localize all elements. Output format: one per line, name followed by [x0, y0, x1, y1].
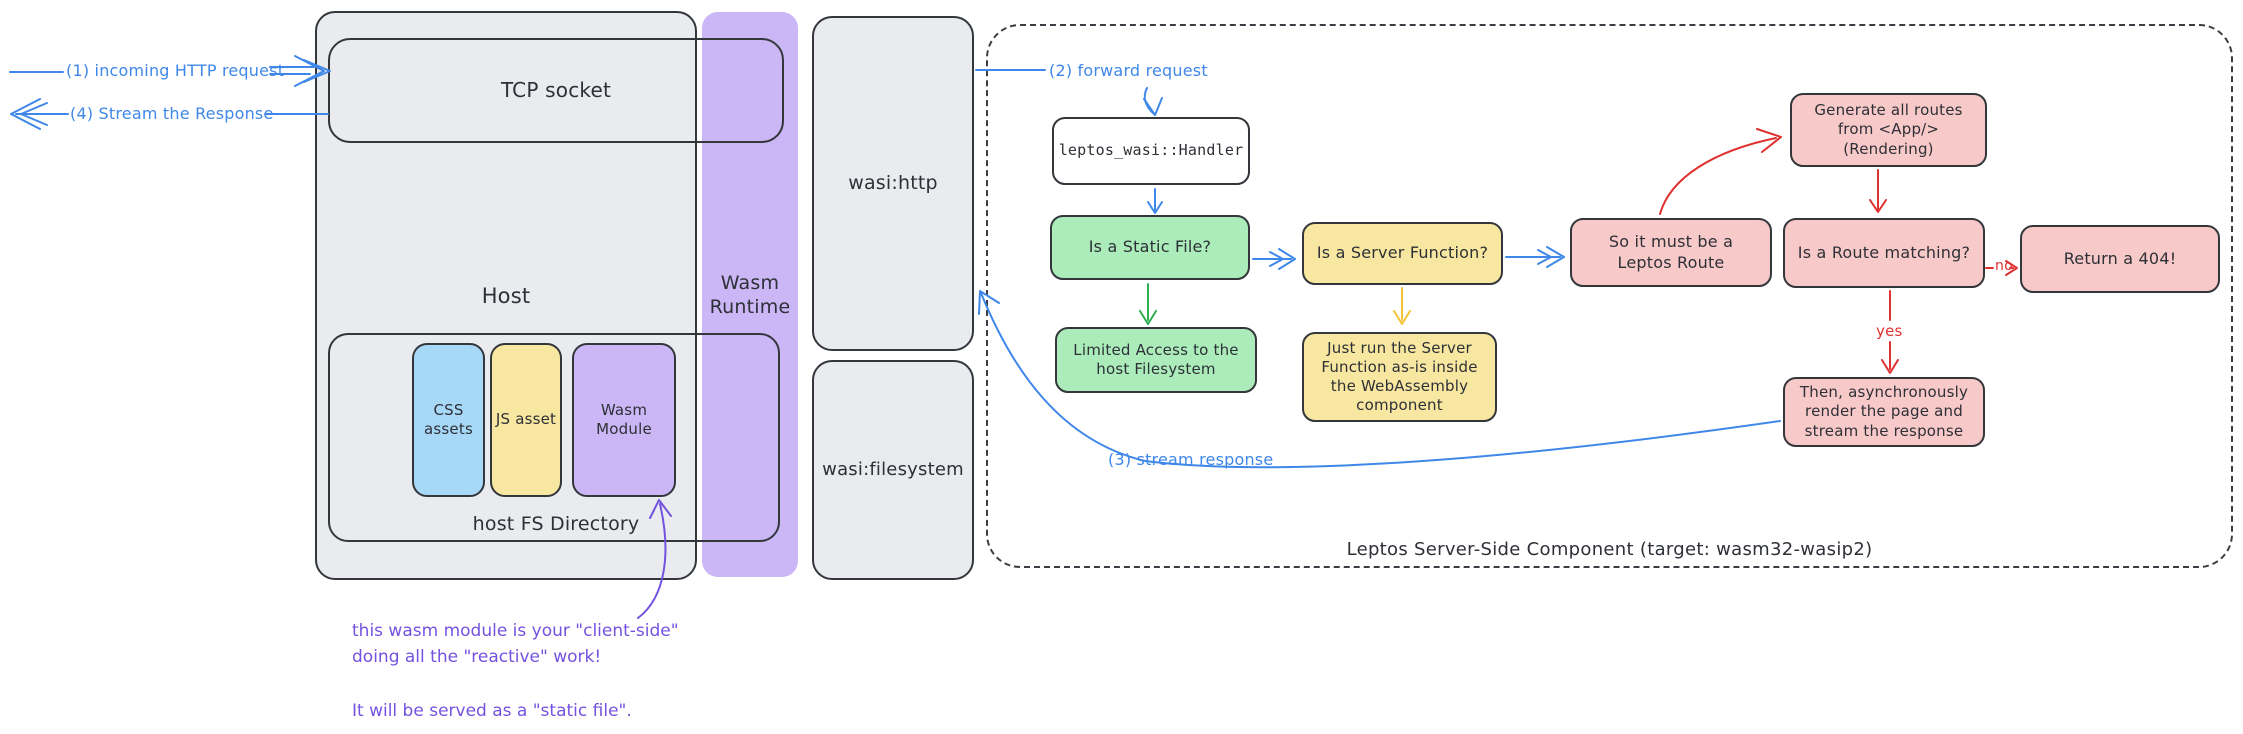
css-assets-box: CSS assets [412, 343, 485, 497]
js-asset-label: JS asset [495, 410, 557, 429]
wasm-module-box: Wasm Module [572, 343, 676, 497]
incoming-request-label: (1) incoming HTTP request [66, 61, 285, 80]
note-line-2: doing all the "reactive" work! [352, 647, 602, 667]
leptos-component-container: Leptos Server-Side Component (target: wa… [986, 24, 2233, 568]
wasi-http-label: wasi:http [848, 172, 938, 195]
limited-access-label: Limited Access to the host Filesystem [1073, 340, 1239, 378]
just-run-node: Just run the Server Function as-is insid… [1302, 332, 1497, 422]
static-file-label: Is a Static File? [1088, 237, 1212, 257]
server-fn-node: Is a Server Function? [1302, 222, 1503, 285]
host-fs-directory-label: host FS Directory [472, 512, 640, 535]
leptos-route-label: So it must be a Leptos Route [1608, 232, 1734, 272]
static-file-node: Is a Static File? [1050, 215, 1250, 280]
handler-label: leptos_wasi::Handler [1058, 141, 1244, 160]
route-matching-node: Is a Route matching? [1783, 218, 1985, 288]
edge-yes-label: yes [1876, 322, 1903, 340]
css-assets-label: CSS assets [424, 400, 473, 438]
tcp-socket-label: TCP socket [500, 77, 612, 102]
js-asset-box: JS asset [490, 343, 562, 497]
render-stream-label: Then, asynchronously render the page and… [1799, 383, 1969, 440]
note-line-3: It will be served as a "static file". [352, 701, 632, 721]
edge-no-label: no [1995, 258, 2013, 274]
just-run-label: Just run the Server Function as-is insid… [1321, 338, 1478, 415]
forward-request-label: (2) forward request [1049, 61, 1208, 80]
handler-node: leptos_wasi::Handler [1052, 117, 1250, 185]
wasi-filesystem-box: wasi:filesystem [812, 360, 974, 580]
wasi-filesystem-label: wasi:filesystem [822, 459, 964, 481]
generate-routes-node: Generate all routes from <App/> (Renderi… [1790, 93, 1987, 167]
note-line-1: this wasm module is your "client-side" [352, 621, 679, 641]
wasm-module-label: Wasm Module [596, 400, 652, 438]
wasm-runtime-label: Wasm Runtime [709, 272, 791, 318]
return-404-node: Return a 404! [2020, 225, 2220, 293]
render-stream-node: Then, asynchronously render the page and… [1783, 377, 1985, 447]
return-404-label: Return a 404! [2063, 248, 2177, 268]
leptos-route-node: So it must be a Leptos Route [1570, 218, 1772, 287]
limited-access-node: Limited Access to the host Filesystem [1055, 327, 1257, 393]
wasi-http-box: wasi:http [812, 16, 974, 351]
arrow-stream-out-head [10, 98, 48, 130]
generate-routes-label: Generate all routes from <App/> (Renderi… [1814, 101, 1963, 158]
route-matching-label: Is a Route matching? [1797, 242, 1971, 262]
stream-response-out-label: (4) Stream the Response [70, 104, 274, 123]
server-fn-label: Is a Server Function? [1316, 243, 1489, 263]
leptos-component-caption: Leptos Server-Side Component (target: wa… [1346, 539, 1873, 560]
wasm-module-note: this wasm module is your "client-side" d… [352, 618, 679, 724]
stream-response-label: (3) stream response [1108, 450, 1274, 469]
tcp-socket-box: TCP socket [328, 38, 784, 143]
host-fs-directory-box: host FS Directory [328, 333, 780, 542]
host-label: Host [481, 284, 531, 308]
